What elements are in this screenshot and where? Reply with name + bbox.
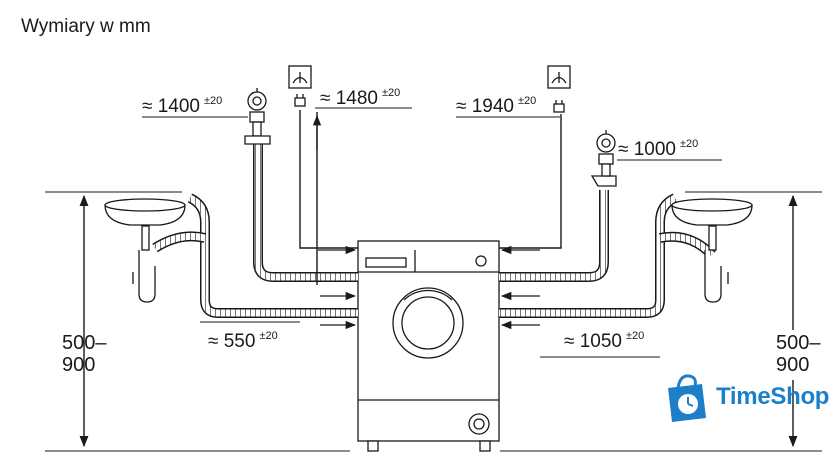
sink-right	[671, 198, 753, 303]
dimension-drain-right: ≈ 1000±20	[618, 138, 699, 160]
dimension-power-right: ≈ 1940±20	[456, 95, 537, 117]
timeshop-watermark: TimeShop	[662, 372, 840, 428]
dimension-hose-left: ≈ 550±20	[208, 330, 278, 352]
water-tap-left-icon	[244, 88, 271, 145]
dimension-power-left: ≈ 1480±20	[320, 87, 401, 109]
diagram-title: Wymiary w mm	[21, 16, 151, 37]
height-arrows	[79, 194, 798, 448]
dimension-drain-left: ≈ 1400±20	[142, 95, 223, 117]
timeshop-bag-icon	[668, 374, 706, 422]
height-label-left: 500– 900	[62, 332, 107, 376]
washing-machine	[357, 240, 500, 452]
reference-lines	[45, 191, 822, 452]
hoses-left	[152, 140, 358, 318]
dimension-hose-right: ≈ 1050±20	[564, 330, 645, 352]
socket-icon-right	[547, 65, 571, 113]
socket-icon-left	[288, 65, 312, 107]
leader-lines	[142, 107, 722, 358]
connection-arrows	[312, 114, 540, 330]
hoses-right	[499, 190, 716, 318]
water-tap-right-icon	[590, 130, 617, 187]
sink-left	[104, 198, 186, 303]
height-label-right: 500– 900	[776, 332, 821, 372]
timeshop-brand-text: TimeShop	[716, 383, 830, 410]
